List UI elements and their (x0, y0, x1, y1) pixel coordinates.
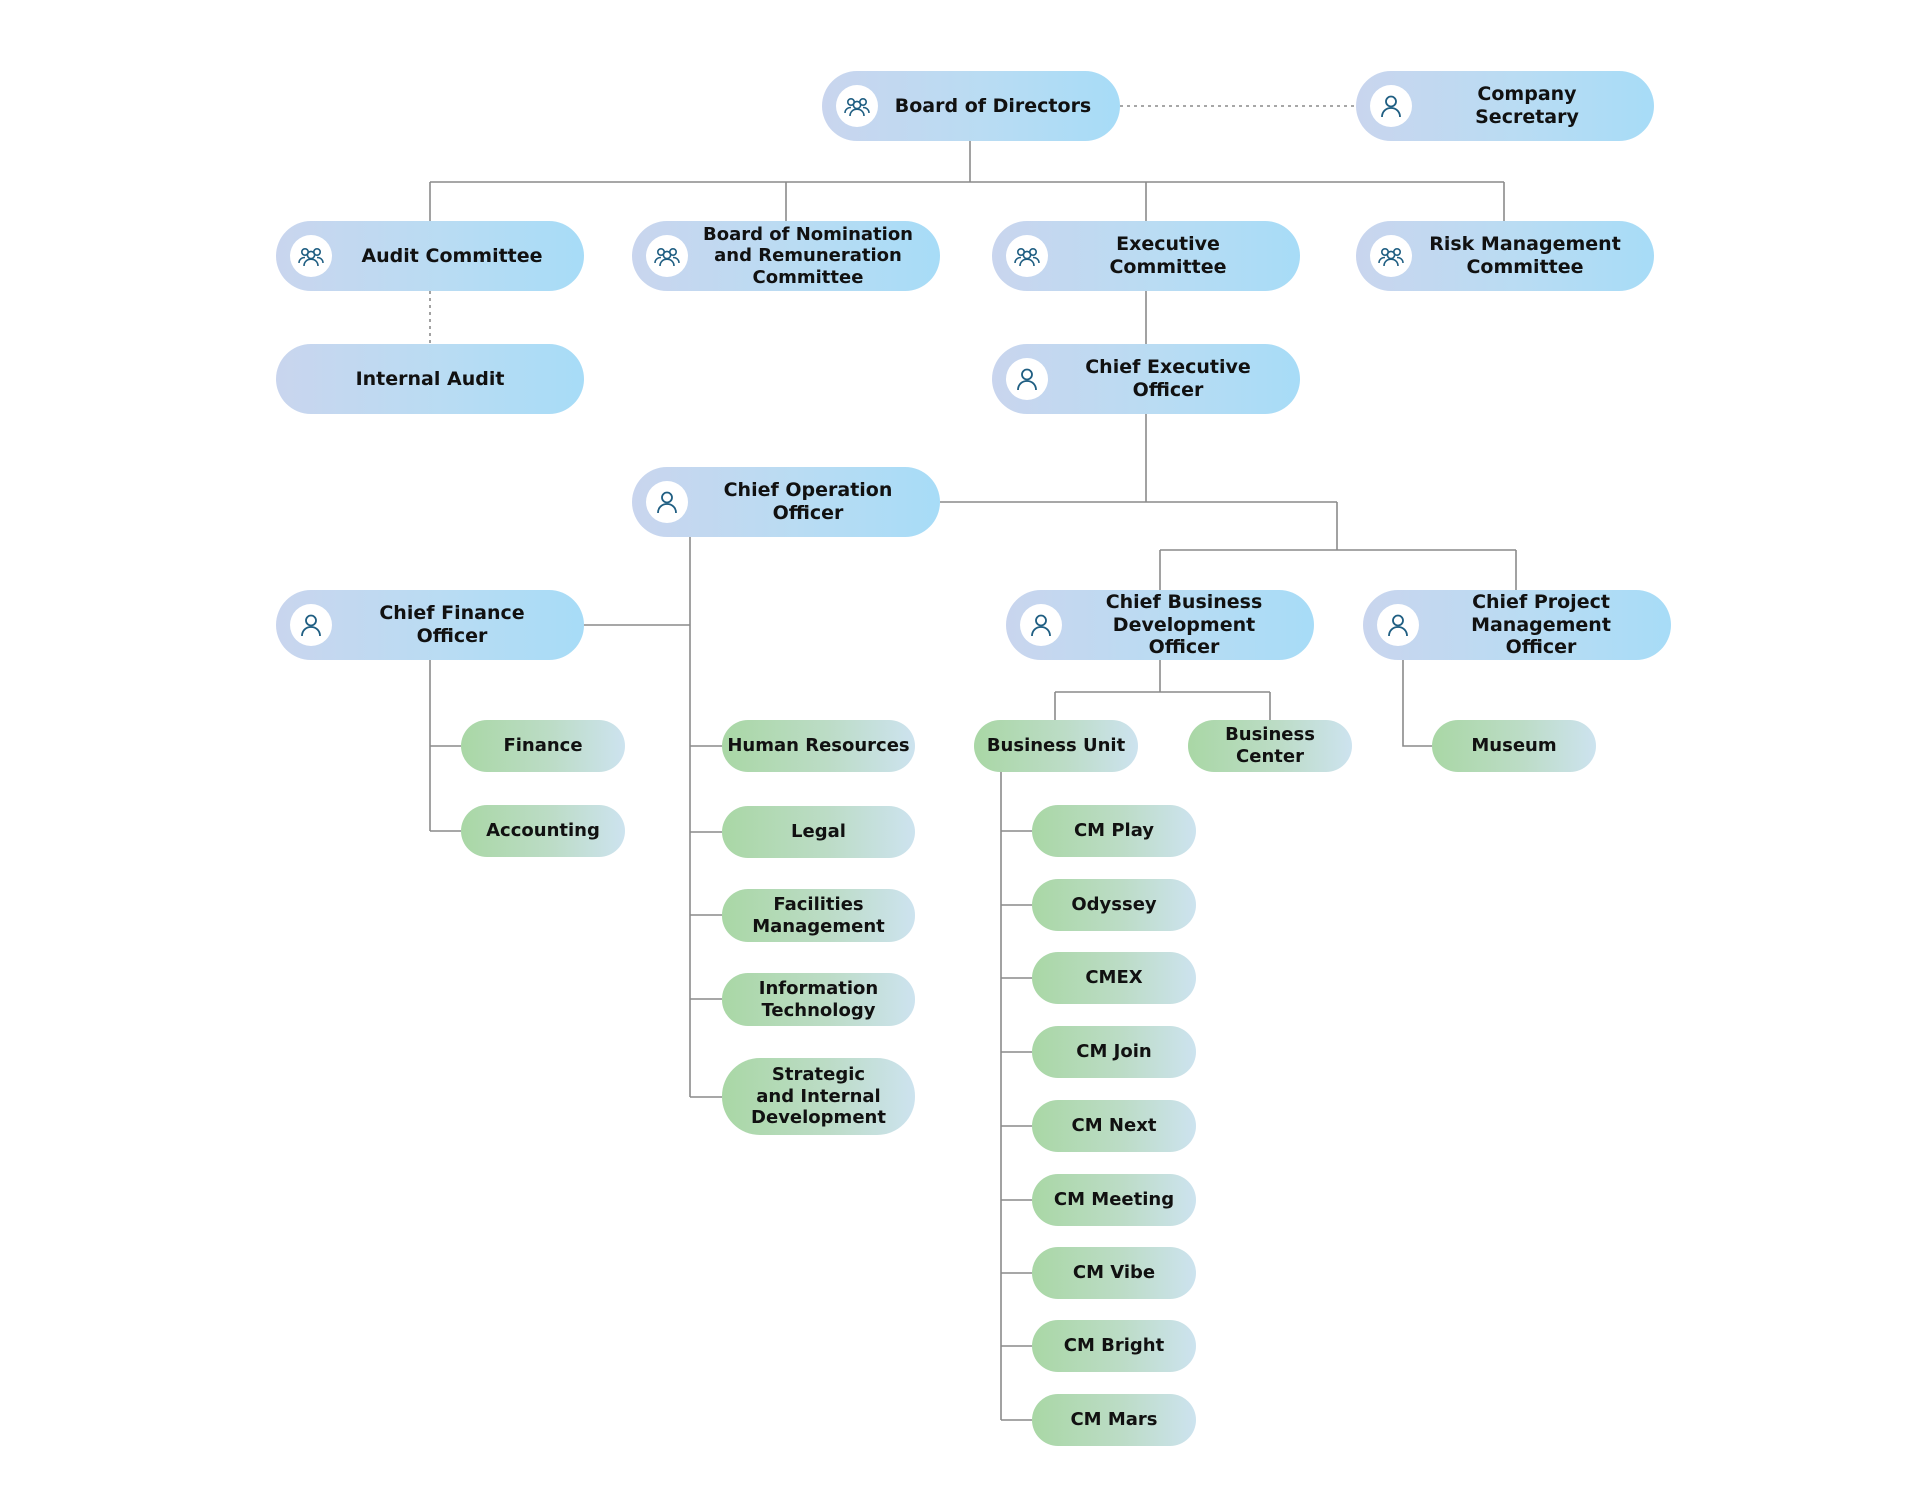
strategic-development-node: Strategic and Internal Development (722, 1058, 915, 1135)
facilities-management-node: Facilities Management (722, 889, 915, 942)
bu-item: CM Join (1032, 1026, 1196, 1078)
bu-item: CM Vibe (1032, 1247, 1196, 1299)
node-label: CM Bright (1063, 1335, 1165, 1357)
node-label: CM Vibe (1072, 1262, 1156, 1284)
person-icon (1006, 358, 1048, 400)
audit-committee-node: Audit Committee (276, 221, 584, 291)
bu-item: CM Next (1032, 1100, 1196, 1152)
node-label: Chief Business Development Officer (1105, 590, 1263, 659)
person-icon (1370, 85, 1412, 127)
cpmo-to-museum (1402, 660, 1432, 747)
node-label: Company Secretary (1475, 83, 1579, 128)
person-icon (1020, 604, 1062, 646)
node-label: CM Mars (1070, 1409, 1158, 1431)
node-label: Information Technology (758, 977, 879, 1021)
cpmo-node: Chief Project Management Officer (1363, 590, 1671, 660)
node-label: Human Resources (727, 735, 910, 757)
bu-item: CMEX (1032, 952, 1196, 1004)
ceo-node: Chief Executive Officer (992, 344, 1300, 414)
group-icon (1006, 235, 1048, 277)
cbdo-node: Chief Business Development Officer (1006, 590, 1314, 660)
node-label: CMEX (1085, 967, 1143, 989)
node-label: Business Unit (986, 735, 1126, 757)
company-secretary-node: Company Secretary (1356, 71, 1654, 141)
bu-item: CM Bright (1032, 1320, 1196, 1372)
executive-committee-node: Executive Committee (992, 221, 1300, 291)
node-label: Facilities Management (752, 893, 885, 937)
group-icon (646, 235, 688, 277)
bu-item: CM Mars (1032, 1394, 1196, 1446)
bu-item: Odyssey (1032, 879, 1196, 931)
person-icon (290, 604, 332, 646)
node-label: Board of Nomination and Remuneration Com… (703, 223, 913, 288)
node-label: CM Next (1071, 1115, 1157, 1137)
node-label: Chief Executive Officer (1085, 356, 1251, 401)
accounting-node: Accounting (461, 805, 625, 857)
node-label: CM Join (1076, 1041, 1152, 1063)
node-label: Internal Audit (355, 367, 505, 390)
internal-audit-node: Internal Audit (276, 344, 584, 414)
node-label: Board of Directors (894, 94, 1092, 117)
board-of-directors-node: Board of Directors (822, 71, 1120, 141)
node-label: Strategic and Internal Development (751, 1064, 886, 1129)
finance-node: Finance (461, 720, 625, 772)
node-label: Legal (791, 821, 846, 843)
node-label: Odyssey (1071, 894, 1157, 916)
human-resources-node: Human Resources (722, 720, 915, 772)
business-center-node: Business Center (1188, 720, 1352, 772)
node-label: Business Center (1225, 724, 1315, 767)
node-label: Museum (1471, 735, 1557, 757)
node-label: Finance (503, 735, 583, 757)
risk-management-committee-node: Risk Management Committee (1356, 221, 1654, 291)
node-label: Risk Management Committee (1429, 233, 1621, 278)
person-icon (646, 481, 688, 523)
bu-item: CM Meeting (1032, 1174, 1196, 1226)
node-label: Chief Project Management Officer (1471, 590, 1611, 659)
bu-item: CM Play (1032, 805, 1196, 857)
legal-node: Legal (722, 806, 915, 858)
node-label: Audit Committee (361, 244, 543, 267)
group-icon (290, 235, 332, 277)
node-label: Executive Committee (1109, 233, 1227, 278)
node-label: CM Play (1073, 820, 1155, 842)
business-unit-node: Business Unit (974, 720, 1138, 772)
group-icon (836, 85, 878, 127)
node-label: Chief Finance Officer (379, 602, 525, 647)
node-label: Chief Operation Officer (723, 479, 893, 524)
museum-node: Museum (1432, 720, 1596, 772)
nomination-committee-node: Board of Nomination and Remuneration Com… (632, 221, 940, 291)
node-label: Accounting (486, 820, 600, 842)
person-icon (1377, 604, 1419, 646)
node-label: CM Meeting (1053, 1189, 1175, 1211)
cfo-node: Chief Finance Officer (276, 590, 584, 660)
group-icon (1370, 235, 1412, 277)
coo-node: Chief Operation Officer (632, 467, 940, 537)
information-technology-node: Information Technology (722, 973, 915, 1026)
